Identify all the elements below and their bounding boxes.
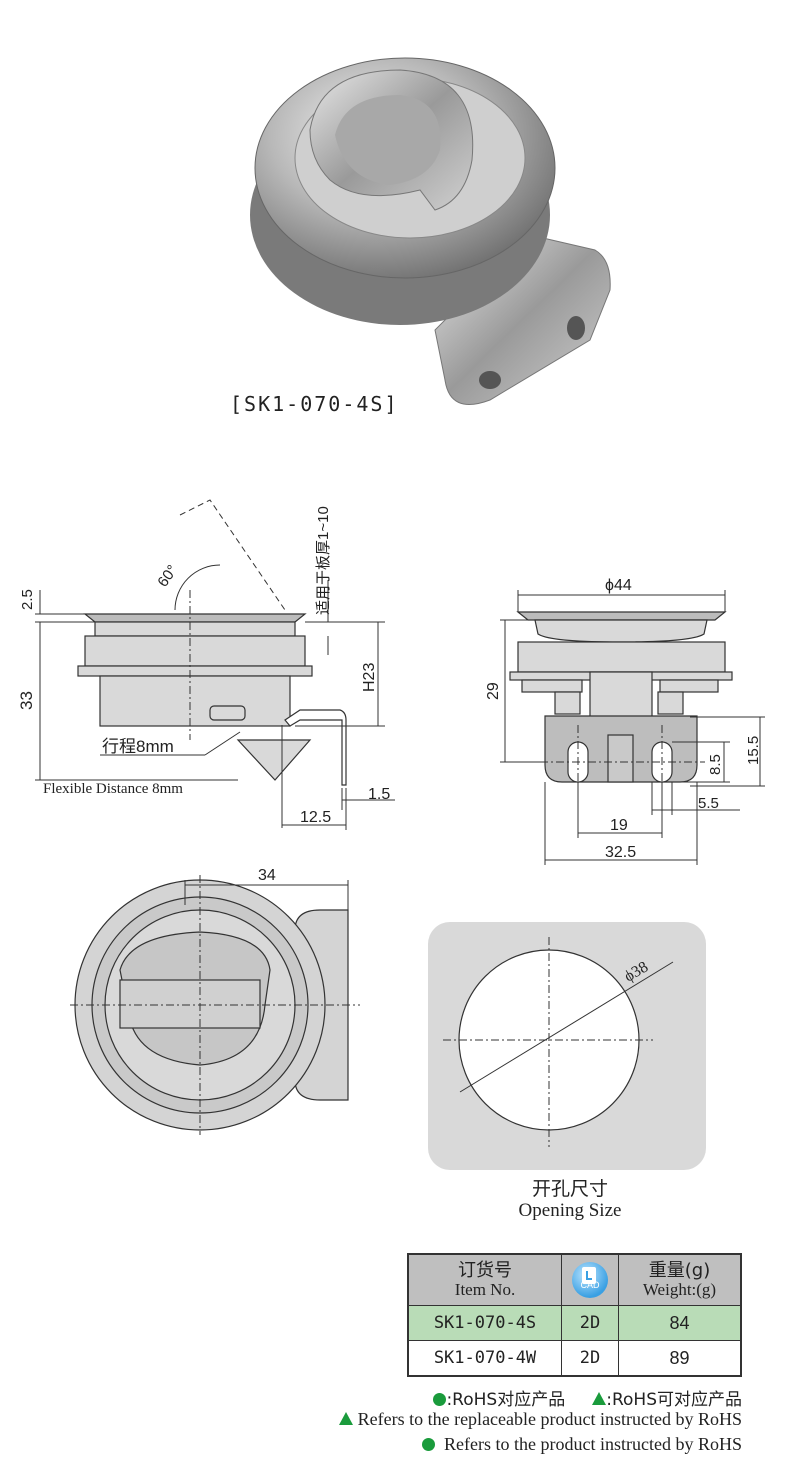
- dim-top-label: 2.5: [19, 589, 36, 610]
- weight-cell: 89: [618, 1340, 742, 1377]
- product-photo: [250, 57, 611, 405]
- order-table: 订货号 Item No. CAD 重量(g) Weight:(g) SK1-07…: [407, 1253, 742, 1377]
- opening-size-drawing: ϕ38: [428, 922, 706, 1170]
- rohs-legend-cn-a: :RoHS对应产品: [446, 1390, 566, 1410]
- dim-15-5-label: 15.5: [745, 736, 762, 765]
- rohs-legend-cn: :RoHS对应产品 :RoHS可对应产品: [433, 1385, 742, 1410]
- green-triangle-icon: [592, 1392, 607, 1405]
- cad-cell: 2D: [561, 1305, 619, 1341]
- opening-caption-cn: 开孔尺寸: [531, 1178, 608, 1200]
- dim-offset-label: 12.5: [300, 809, 331, 826]
- header-item-cn: 订货号: [458, 1260, 512, 1281]
- stroke-cn-label: 行程8mm: [102, 737, 174, 756]
- top-view-drawing: 34: [70, 867, 360, 1135]
- dim-angle-label: 60°: [154, 562, 181, 590]
- header-item: 订货号 Item No.: [407, 1253, 562, 1306]
- rohs-legend-replaceable-text: Refers to the replaceable product instru…: [357, 1409, 742, 1429]
- rohs-legend-cn-b: :RoHS可对应产品: [606, 1390, 742, 1410]
- opening-caption-en: Opening Size: [518, 1200, 622, 1221]
- header-cad: CAD: [561, 1253, 619, 1306]
- green-triangle-icon: [339, 1412, 354, 1425]
- table-row: SK1-070-4S 2D 84: [407, 1305, 742, 1341]
- green-dot-icon: [433, 1393, 447, 1406]
- table-row: SK1-070-4W 2D 89: [407, 1340, 742, 1377]
- panel-thickness-label: 适用于板厚1~10: [314, 506, 332, 615]
- item-number-cell: SK1-070-4W: [407, 1340, 562, 1377]
- weight-cell: 84: [618, 1305, 742, 1341]
- dim-5-5-label: 5.5: [698, 795, 719, 812]
- dim-height-label: 33: [17, 691, 36, 710]
- product-model-caption: [SK1-070-4S]: [230, 392, 399, 416]
- dim-34-label: 34: [258, 867, 276, 884]
- dim-32-5-label: 32.5: [605, 844, 636, 861]
- cad-cell: 2D: [561, 1340, 619, 1377]
- header-weight-cn: 重量(g): [648, 1260, 711, 1281]
- dim-8-5-label: 8.5: [707, 754, 724, 775]
- rohs-legend-instructed-text: Refers to the product instructed by RoHS: [444, 1434, 742, 1454]
- rohs-legend-instructed: Refers to the product instructed by RoHS: [422, 1434, 742, 1455]
- cad-icon: CAD: [572, 1262, 608, 1298]
- front-view-drawing: ϕ44 29 8.5 15.5 5.5 19 32.5: [485, 577, 765, 865]
- side-view-drawing: 2.5 33 60° 适用于板厚1~10 H23 行程8mm Flexible …: [17, 499, 395, 830]
- order-table-header: 订货号 Item No. CAD 重量(g) Weight:(g): [407, 1253, 742, 1306]
- header-item-en: Item No.: [454, 1280, 516, 1299]
- stroke-en-label: Flexible Distance 8mm: [43, 781, 183, 797]
- dim-h23-label: H23: [361, 663, 378, 692]
- opening-caption: 开孔尺寸 Opening Size: [470, 1178, 670, 1222]
- item-number-cell: SK1-070-4S: [407, 1305, 562, 1341]
- dim-29-label: 29: [485, 682, 502, 700]
- green-dot-icon: [422, 1438, 436, 1451]
- header-weight-en: Weight:(g): [642, 1280, 717, 1299]
- rohs-legend-replaceable: Refers to the replaceable product instru…: [339, 1409, 742, 1430]
- dim-19-label: 19: [610, 817, 628, 834]
- dim-thickness-label: 1.5: [368, 786, 390, 803]
- dim-diameter-label: ϕ44: [605, 577, 632, 594]
- header-weight: 重量(g) Weight:(g): [618, 1253, 742, 1306]
